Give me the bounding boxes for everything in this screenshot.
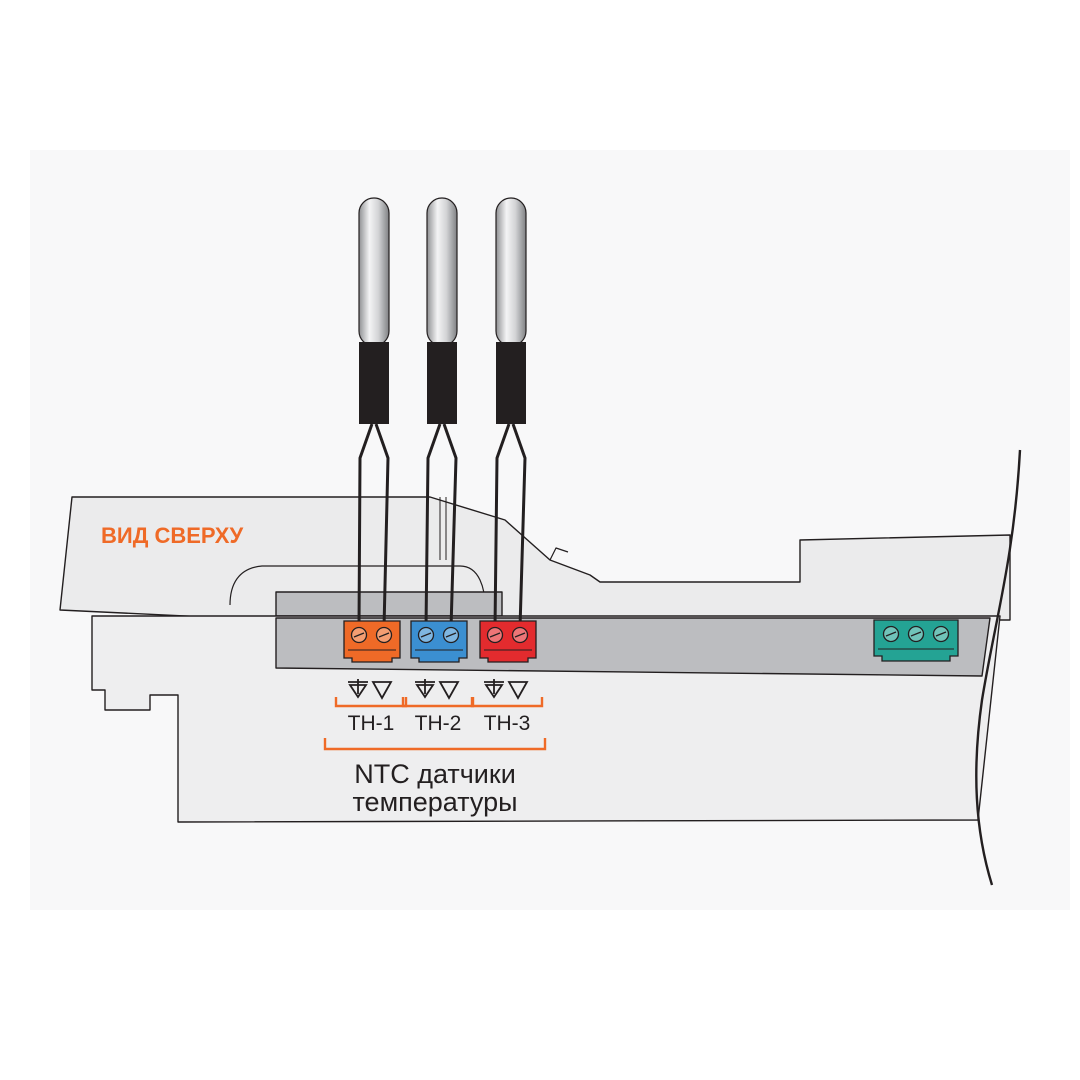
sensor-th-3: TH-3 xyxy=(470,197,544,735)
channel-bracket xyxy=(470,697,544,708)
connector-body xyxy=(410,620,468,663)
probe-wire-right xyxy=(442,423,458,629)
sensor-label: TH-1 xyxy=(348,712,395,735)
terminal-connector-th-1 xyxy=(343,620,401,663)
screw-icon-slot xyxy=(885,631,897,637)
screw-icon-slot xyxy=(445,632,457,638)
probe-sleeve xyxy=(359,342,389,424)
probe-wire-left xyxy=(493,423,511,629)
probe-wire-left xyxy=(424,423,442,629)
ground-arrow-icon xyxy=(415,679,435,699)
lid-rib xyxy=(439,497,447,560)
signal-triangle-icon xyxy=(507,681,529,700)
caption-line2: температуры xyxy=(352,787,517,817)
break-line xyxy=(975,449,1022,886)
ntc-group-bracket xyxy=(323,738,547,751)
probe-sleeve xyxy=(427,342,457,424)
sensor-layer: TH-1 TH-2 TH-3 xyxy=(334,197,544,735)
caption-line1: NTC датчики xyxy=(354,759,516,789)
screw-icon-slot xyxy=(910,631,922,637)
probe-tip xyxy=(358,197,390,347)
sensor-label: TH-3 xyxy=(484,712,531,735)
ground-arrow-icon xyxy=(484,679,504,699)
screw-icon-slot xyxy=(420,632,432,638)
screw-icon-slot xyxy=(489,632,501,638)
signal-triangle-icon xyxy=(438,681,460,700)
aux-connector xyxy=(873,619,959,662)
sensor-th-2: TH-2 xyxy=(401,197,475,735)
probe-wire-right xyxy=(511,423,527,629)
screw-icon-slot xyxy=(514,632,526,638)
lid-step xyxy=(549,547,569,561)
connector-body xyxy=(479,620,537,663)
connector-body xyxy=(343,620,401,663)
ground-arrow-icon xyxy=(348,679,368,699)
screw-icon-slot xyxy=(353,632,365,638)
view-label: ВИД СВЕРХУ xyxy=(101,523,243,548)
terminal-connector-th-3 xyxy=(479,620,537,663)
sensor-label: TH-2 xyxy=(415,712,462,735)
sensor-th-1: TH-1 xyxy=(334,197,408,735)
probe-tip xyxy=(495,197,527,347)
probe-wire-right xyxy=(374,423,390,629)
lid-recess xyxy=(229,565,486,607)
probe-tip xyxy=(426,197,458,347)
probe-wire-left xyxy=(357,423,374,629)
probe-sleeve xyxy=(496,342,526,424)
channel-bracket xyxy=(334,697,408,708)
aux-connector-body xyxy=(873,619,959,662)
terminal-slot xyxy=(275,591,503,617)
signal-triangle-icon xyxy=(371,681,393,700)
screw-icon-slot xyxy=(378,632,390,638)
screw-icon-slot xyxy=(935,631,947,637)
terminal-connector-th-2 xyxy=(410,620,468,663)
